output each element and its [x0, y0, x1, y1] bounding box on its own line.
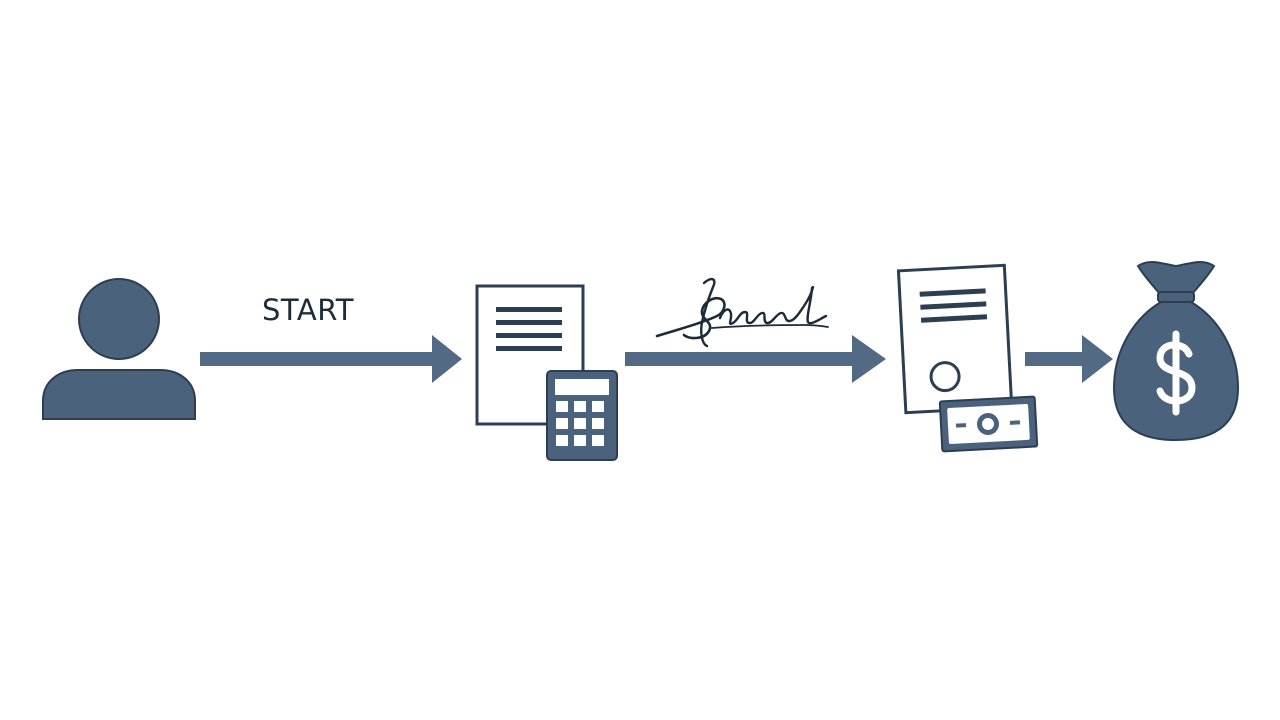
- contract-cash-icon: [896, 263, 1039, 453]
- arrow-3: [1025, 335, 1113, 383]
- person-icon: [42, 278, 196, 420]
- start-label: START: [262, 293, 354, 327]
- arrow-1: [200, 335, 462, 383]
- arrow-2: [625, 335, 886, 383]
- document-calculator-icon: [475, 284, 618, 461]
- signature-icon: [655, 277, 829, 348]
- money-bag-icon: [1112, 260, 1240, 442]
